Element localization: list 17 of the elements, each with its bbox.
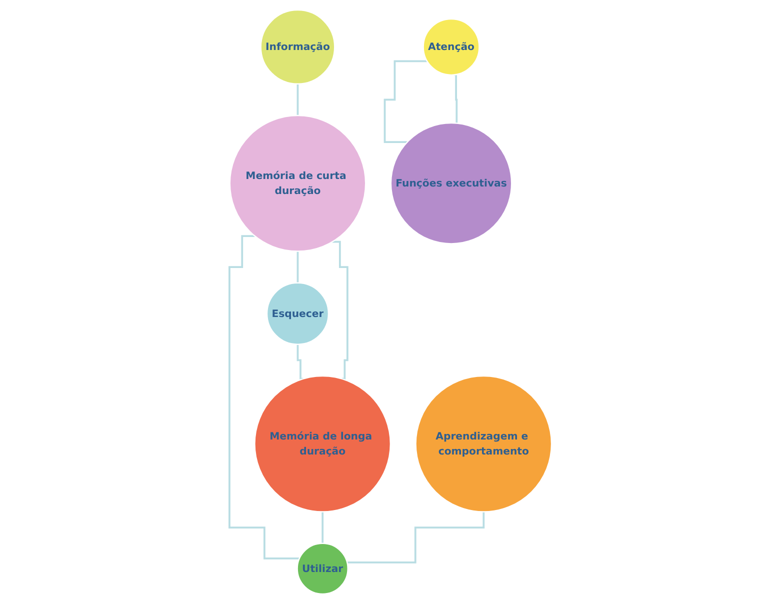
node-circle: Atenção [422,18,480,76]
node-circle: Aprendizagem e comportamento [415,375,552,512]
node-circle: Memória de longa duração [254,375,392,512]
connector [332,240,348,380]
node-circle: Esquecer [266,282,330,346]
node-circle: Memória de curta duração [229,114,366,252]
connector [322,510,324,544]
connector [347,510,485,564]
connector [296,82,299,116]
node-circle: Funções executivas [390,122,512,244]
connector [296,343,304,380]
connector [454,74,458,124]
connector [384,60,428,143]
connector [296,250,299,284]
node-circle: Utilizar [296,542,348,595]
connector [228,235,300,560]
node-circle: Informação [260,9,336,85]
